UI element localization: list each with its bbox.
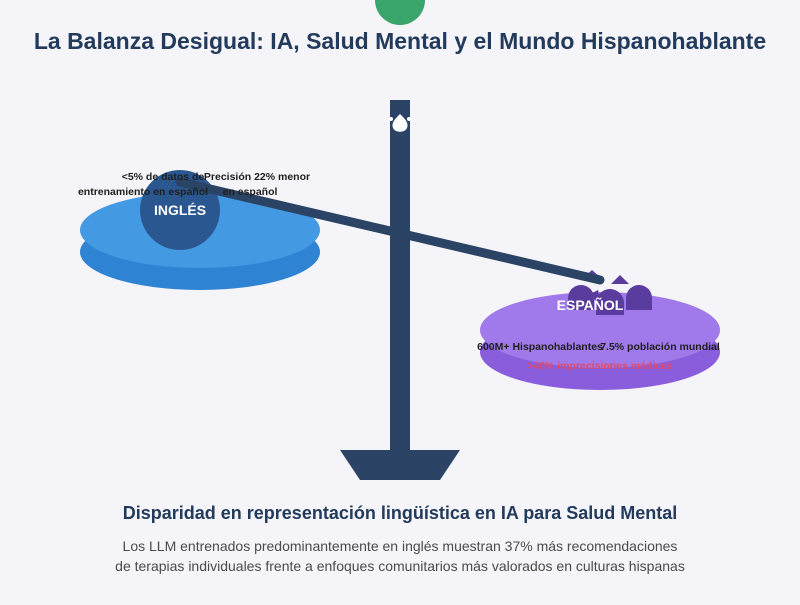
page-title: La Balanza Desigual: IA, Salud Mental y … — [33, 28, 767, 54]
pivot-icon — [392, 114, 408, 132]
person-3-icon — [626, 285, 652, 310]
people-icon — [568, 270, 652, 315]
footer-heading: Disparidad en representación lingüística… — [122, 503, 678, 523]
right-stat-population: 7.5% población mundial — [600, 341, 720, 353]
person-2-icon — [596, 289, 624, 315]
footer-description-line2: de terapias individuales frente a enfoqu… — [115, 558, 685, 574]
footer-description-line1: Los LLM entrenados predominantemente en … — [122, 538, 678, 554]
footer-description: Los LLM entrenados predominantemente en … — [0, 536, 800, 576]
right-stat-speakers: 600M+ Hispanohablantes — [477, 341, 603, 353]
scale-beam — [175, 177, 605, 285]
left-stat-training-line2: entrenamiento en español — [78, 186, 208, 198]
left-stat-precision-line1: Precisión 22% menor — [204, 171, 310, 183]
left-pan-label: INGLÉS — [154, 202, 206, 218]
pivot-dot-right — [407, 117, 411, 121]
left-stat-precision-line2: en español — [223, 186, 278, 198]
right-pan-label: ESPAÑOL — [557, 296, 624, 313]
person-2-head-icon — [611, 275, 629, 284]
person-1-icon — [568, 285, 594, 310]
top-circle — [375, 0, 425, 25]
left-stat-training-line1: <5% de datos de — [122, 171, 205, 183]
right-stat-inaccuracies: >40% imprecisiones médicas — [527, 360, 673, 372]
pivot-dot-left — [389, 117, 393, 121]
scale-pole — [390, 100, 410, 452]
scale-base — [340, 450, 460, 480]
right-pan — [480, 292, 720, 368]
person-3-head-icon — [583, 290, 600, 300]
